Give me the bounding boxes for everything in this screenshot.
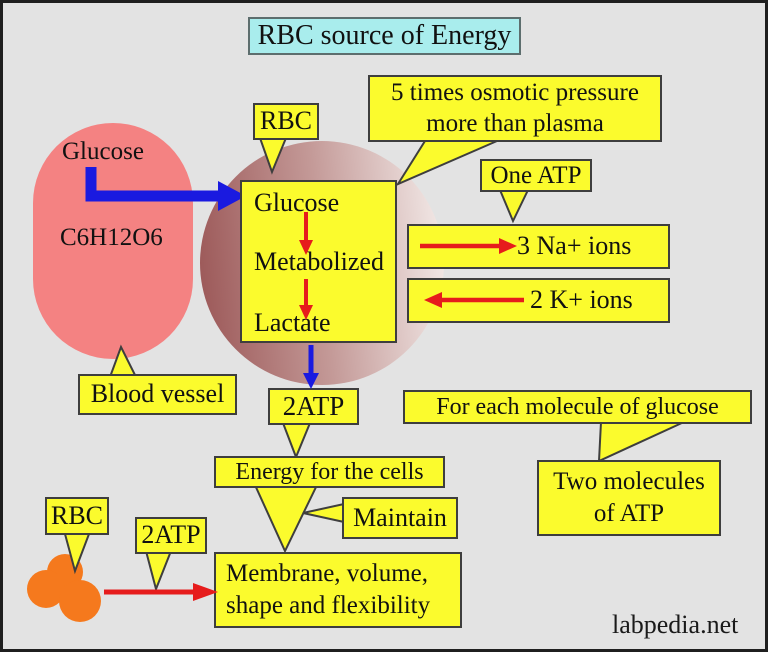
rbc-cell-2 bbox=[27, 570, 65, 608]
energy-box: Energy for the cells bbox=[214, 456, 445, 488]
sodium-box: 3 Na+ ions bbox=[407, 224, 670, 269]
membrane-line2: shape and flexibility bbox=[226, 592, 431, 619]
glucose-label: Glucose bbox=[62, 138, 144, 165]
osmotic-note-line2: more than plasma bbox=[426, 109, 604, 137]
glucose-formula-label: C6H12O6 bbox=[60, 224, 163, 251]
two-molecules-line1: Two molecules bbox=[553, 467, 705, 495]
rbc-top-callout: RBC bbox=[253, 103, 319, 140]
osmotic-note-box: 5 times osmotic pressure more than plasm… bbox=[368, 75, 662, 142]
atp-output-callout-pointer bbox=[281, 422, 312, 460]
rbc-cluster-shape bbox=[27, 554, 101, 622]
membrane-box: Membrane, volume, shape and flexibility bbox=[214, 552, 462, 628]
metabolism-line-metabolized: Metabolized bbox=[254, 247, 384, 276]
glucose-note-callout-pointer bbox=[597, 421, 685, 463]
one-atp-callout-pointer bbox=[498, 189, 530, 224]
two-molecules-box: Two molecules of ATP bbox=[537, 460, 721, 536]
rbc-cell-3 bbox=[59, 580, 101, 622]
atp-bottom-callout-pointer bbox=[144, 550, 173, 593]
metabolism-line-glucose: Glucose bbox=[254, 188, 340, 217]
maintain-callout-pointer bbox=[302, 502, 345, 524]
metabolism-line-lactate: Lactate bbox=[254, 308, 331, 337]
one-atp-callout: One ATP bbox=[480, 159, 592, 192]
blood-vessel-callout: Blood vessel bbox=[78, 374, 237, 415]
osmotic-note-line1: 5 times osmotic pressure bbox=[391, 79, 639, 106]
blood-vessel-shape bbox=[33, 123, 193, 359]
glucose-note-box: For each molecule of glucose bbox=[403, 390, 752, 424]
watermark-text: labpedia.net bbox=[612, 610, 739, 639]
potassium-box: 2 K+ ions bbox=[407, 278, 670, 323]
rbc-bottom-callout: RBC bbox=[45, 497, 109, 535]
glucose-entry-arrowhead-icon bbox=[218, 181, 246, 211]
membrane-line1: Membrane, volume, bbox=[226, 559, 429, 587]
two-molecules-line2: of ATP bbox=[593, 500, 665, 527]
metabolism-box: Glucose Metabolized Lactate bbox=[240, 180, 397, 343]
atp-bottom-callout: 2ATP bbox=[135, 517, 207, 554]
glucose-entry-arrow bbox=[85, 167, 218, 202]
energy-callout-pointer bbox=[253, 484, 319, 554]
maintain-box: Maintain bbox=[342, 497, 458, 539]
diagram-title: RBC source of Energy bbox=[248, 17, 521, 55]
atp-output-callout: 2ATP bbox=[268, 388, 359, 425]
